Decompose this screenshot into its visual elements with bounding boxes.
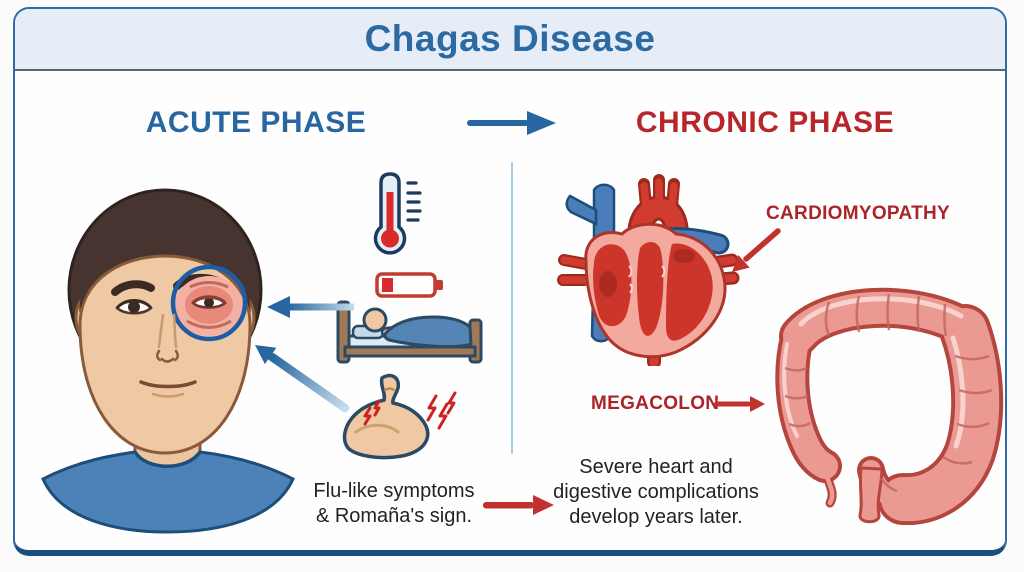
low-battery-icon bbox=[375, 272, 443, 298]
chronic-caption-line1: Severe heart and bbox=[579, 456, 733, 478]
heart-illustration bbox=[557, 174, 740, 366]
mouth bbox=[139, 380, 197, 398]
chronic-caption-line3: develop years later. bbox=[569, 506, 743, 528]
megacolon-label: MEGACOLON bbox=[591, 393, 720, 414]
nose bbox=[156, 313, 179, 363]
megacolon-arrow bbox=[714, 396, 765, 412]
flexed-arm bbox=[342, 373, 430, 460]
chronic-caption-line2: digestive complications bbox=[553, 481, 759, 503]
chronic-caption: Severe heart and digestive complications… bbox=[550, 455, 762, 530]
pain-bolts bbox=[363, 391, 457, 430]
arrow-to-face-lower bbox=[255, 345, 350, 413]
patient-face-illustration bbox=[41, 188, 295, 534]
swollen-eye bbox=[175, 276, 243, 336]
colon-illustration bbox=[775, 287, 1004, 525]
rectum bbox=[858, 466, 884, 524]
acute-to-chronic-arrow bbox=[467, 111, 556, 135]
bed-rail bbox=[343, 345, 477, 358]
muscle-pain-arm-icon bbox=[342, 373, 457, 460]
acute-phase-heading: ACUTE PHASE bbox=[145, 106, 367, 139]
hair-fringe bbox=[79, 217, 251, 313]
acute-caption-line1: Flu-like symptoms bbox=[313, 480, 475, 502]
cardiomyopathy-label: CARDIOMYOPATHY bbox=[766, 203, 950, 224]
colon-highlights bbox=[782, 296, 966, 449]
sleeping-person-head bbox=[362, 307, 388, 333]
haustra-lines bbox=[784, 293, 993, 493]
blanket bbox=[383, 315, 473, 348]
thermometer-icon bbox=[373, 172, 422, 255]
shirt bbox=[41, 450, 295, 534]
heart-chambers bbox=[593, 242, 713, 341]
chronic-phase-heading: CHRONIC PHASE bbox=[635, 106, 895, 139]
page-title: Chagas Disease bbox=[364, 18, 656, 59]
acute-to-chronic-caption-arrow bbox=[483, 495, 554, 515]
cardiomyopathy-arrow bbox=[732, 228, 781, 272]
left-eye bbox=[115, 299, 153, 315]
left-eyebrow bbox=[111, 280, 155, 296]
acute-caption-line2: & Romaña's sign. bbox=[315, 505, 473, 527]
arrow-to-eye bbox=[267, 296, 354, 318]
bed-rest-icon bbox=[336, 272, 483, 364]
thermometer-ticks bbox=[406, 181, 422, 222]
romana-sign-circle bbox=[170, 264, 248, 342]
header-band bbox=[15, 9, 1005, 71]
collar bbox=[133, 450, 202, 468]
phase-divider bbox=[511, 162, 513, 454]
acute-caption: Flu-like symptoms & Romaña's sign. bbox=[296, 479, 492, 529]
